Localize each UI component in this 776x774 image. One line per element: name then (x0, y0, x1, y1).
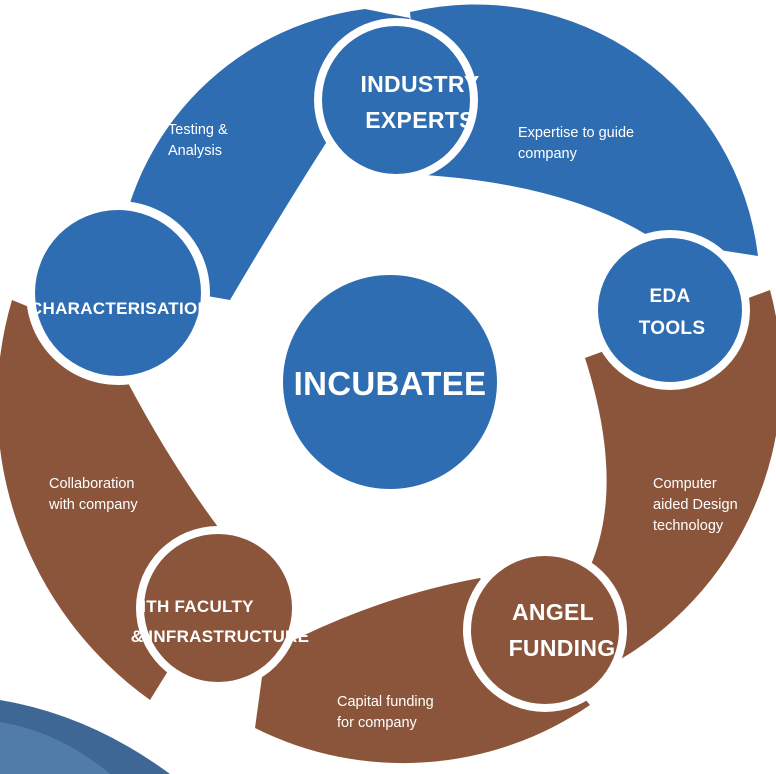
node-characterisation-label: CHARACTERISATION (30, 299, 210, 318)
node-industry-experts-line2: EXPERTS (365, 107, 474, 133)
edge-label-expertise-line1: Expertise to guide (518, 125, 634, 141)
node-iith-faculty: IITH FACULTY & INFRASTRUCTURE (131, 526, 310, 690)
node-eda-tools-fill (598, 238, 742, 382)
node-eda-tools-line1: EDA (649, 286, 690, 307)
ring-segment-cad (555, 290, 776, 668)
edge-label-cad-line1: Computer (653, 476, 717, 492)
edge-label-collaboration-line2: with company (48, 497, 138, 513)
ring-segment-expertise (410, 4, 758, 257)
node-iith-faculty-line2: & INFRASTRUCTURE (131, 627, 310, 646)
node-characterisation-fill (35, 210, 201, 376)
edge-label-collaboration: Collaboration with company (48, 476, 138, 513)
node-industry-experts-line1: INDUSTRY (360, 71, 479, 97)
center-label: INCUBATEE (294, 365, 487, 402)
edge-label-capital: Capital funding for company (337, 694, 434, 731)
edge-label-capital-line1: Capital funding (337, 694, 434, 710)
edge-label-collaboration-line1: Collaboration (49, 476, 134, 492)
node-eda-tools-line2: TOOLS (639, 318, 706, 339)
node-iith-faculty-line1: IITH FACULTY (136, 597, 254, 616)
background-photo-highlight (0, 722, 110, 774)
edge-label-testing-line2: Analysis (168, 143, 222, 159)
edge-label-expertise: Expertise to guide company (518, 125, 634, 162)
node-eda-tools: EDA TOOLS (590, 230, 750, 390)
node-industry-experts-fill (322, 26, 470, 174)
node-industry-experts: INDUSTRY EXPERTS (314, 18, 479, 182)
node-angel-funding-line2: FUNDING (509, 635, 616, 661)
edge-label-capital-line2: for company (337, 715, 418, 731)
edge-label-expertise-line2: company (518, 146, 578, 162)
center-circle (283, 275, 497, 489)
node-angel-funding: ANGEL FUNDING (463, 548, 627, 712)
edge-label-cad: Computer aided Design technology (653, 476, 738, 534)
node-characterisation: CHARACTERISATION (26, 201, 210, 385)
edge-label-cad-line3: technology (653, 518, 724, 534)
edge-label-cad-line2: aided Design (653, 497, 738, 513)
edge-label-testing-line1: Testing & (168, 122, 228, 138)
node-angel-funding-line1: ANGEL (512, 599, 594, 625)
node-iith-faculty-fill (144, 534, 292, 682)
edge-label-testing: Testing & Analysis (168, 122, 228, 159)
node-angel-funding-fill (471, 556, 619, 704)
